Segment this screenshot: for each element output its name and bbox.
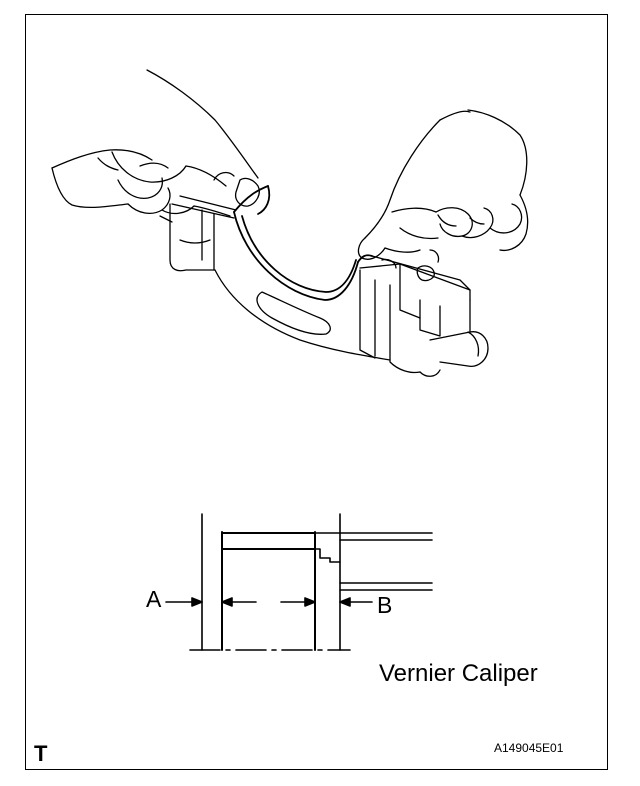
arrow-inner-left — [221, 597, 257, 607]
caption-vernier-caliper: Vernier Caliper — [379, 660, 538, 687]
left-hand — [51, 69, 260, 217]
arrow-a — [165, 597, 203, 607]
bearing-illustration — [51, 69, 529, 377]
corner-mark: T — [34, 741, 48, 766]
figure-id: A149045E01 — [494, 741, 564, 755]
bearing-section — [221, 532, 316, 550]
caliper-body — [159, 195, 489, 377]
right-hand — [357, 109, 529, 260]
figure-frame — [25, 14, 608, 770]
caliper-jaw — [339, 532, 433, 591]
arrow-inner-right — [280, 597, 316, 607]
dimension-label-a: A — [146, 586, 162, 612]
thickness-schematic — [165, 513, 433, 651]
dimension-label-b: B — [377, 592, 393, 618]
arrow-b — [339, 597, 373, 607]
caliper-step — [314, 548, 341, 563]
bearing-shell — [233, 185, 373, 301]
